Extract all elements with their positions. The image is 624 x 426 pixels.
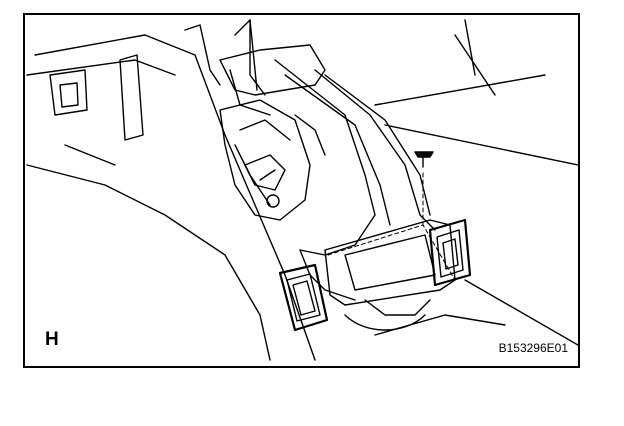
figure-code: B153296E01 (498, 341, 568, 355)
console-rail (274, 59, 436, 301)
illustration-frame: H B153296E01 (23, 13, 580, 368)
panel-letter: H (45, 329, 59, 350)
rear-duct-housing (324, 219, 456, 331)
center-console-line-drawing (26, 19, 578, 361)
floor-panel-lines (374, 19, 578, 346)
dashboard-outline (26, 34, 316, 361)
screw-fastener (327, 151, 456, 281)
shift-console-assembly (184, 19, 326, 221)
right-air-register (428, 218, 472, 287)
left-air-register (278, 263, 329, 332)
